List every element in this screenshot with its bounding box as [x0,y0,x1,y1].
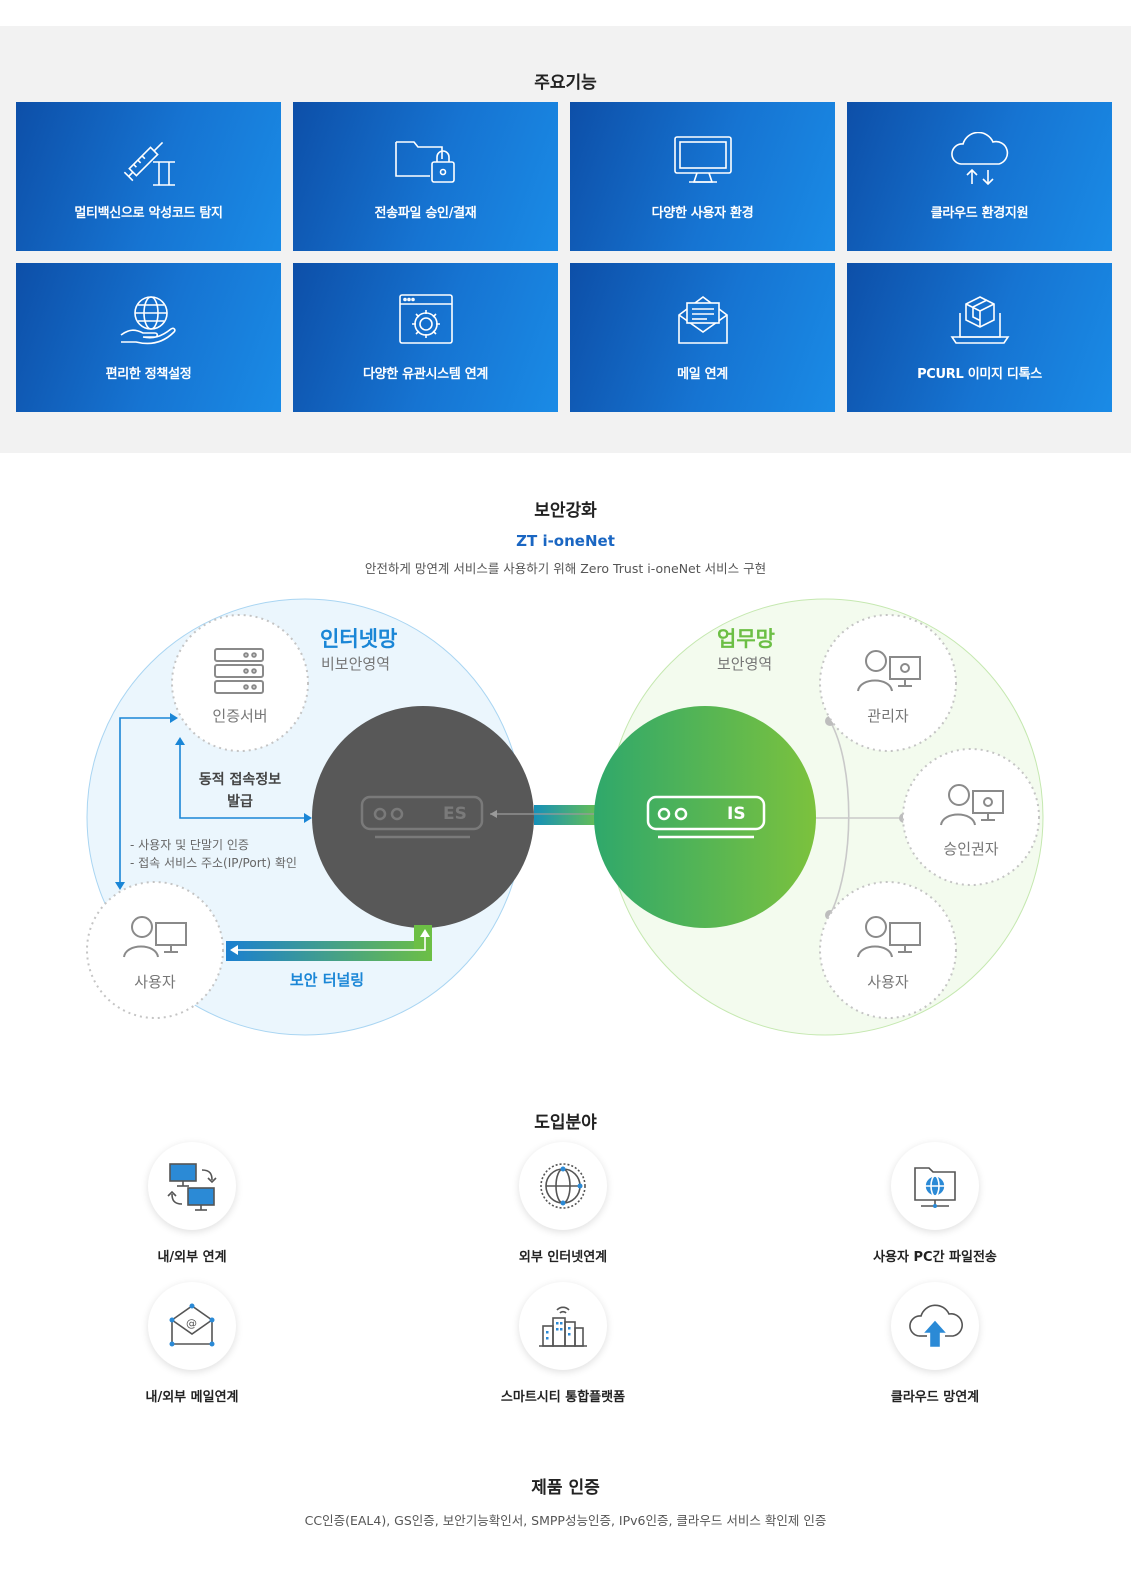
feature-label: PCURL 이미지 디톡스 [917,367,1042,382]
email-network-icon: @ [148,1282,236,1370]
work-zone-title: 업무망 [717,627,775,651]
feature-label: 클라우드 환경지원 [930,206,1029,221]
feature-label: 메일 연계 [677,367,728,382]
app-external-internet[interactable]: 외부 인터넷연계 [443,1142,683,1265]
feature-card-mail[interactable]: 메일 연계 [570,263,835,412]
approver-node [902,748,1040,886]
certification-title: 제품 인증 [531,1478,600,1498]
app-label: 내/외부 연계 [157,1250,227,1265]
app-label: 외부 인터넷연계 [518,1250,608,1265]
approver-icon [940,784,1004,826]
dynamic-info-label-2: 발급 [227,794,253,810]
zero-trust-diagram: 인터넷망 비보안영역 업무망 보안영역 인증서버 동적 접속정보 발급 - 사용… [0,595,1131,1040]
feature-card-pcurl[interactable]: PCURL 이미지 디톡스 [847,263,1112,412]
globe-icon [519,1142,607,1230]
es-device-icon [360,795,484,839]
manager-label: 관리자 [867,707,909,725]
user-pc-icon [123,916,187,958]
feature-label: 멀티백신으로 악성코드 탐지 [74,206,223,221]
network-transfer-icon [148,1142,236,1230]
app-internal-external[interactable]: 내/외부 연계 [72,1142,312,1265]
smart-city-icon [519,1282,607,1370]
internet-zone-title: 인터넷망 [320,627,398,651]
app-label: 클라우드 망연계 [890,1390,980,1405]
user-left-label: 사용자 [134,973,176,991]
feature-label: 편리한 정책설정 [105,367,192,382]
es-label: ES [443,804,467,824]
app-label: 스마트시티 통합플랫폼 [500,1390,626,1405]
security-subtitle: ZT i-oneNet [516,532,615,550]
feature-card-policy[interactable]: 편리한 정책설정 [16,263,281,412]
feature-card-systems[interactable]: 다양한 유관시스템 연계 [293,263,558,412]
tunnel-label: 보안 터널링 [289,971,365,989]
work-zone-subtitle: 보안영역 [717,655,773,673]
cloud-upload-icon [891,1282,979,1370]
feature-cards: 멀티백신으로 악성코드 탐지 전송파일 승인/결재 [16,102,1112,412]
is-device-icon [646,795,766,839]
approver-label: 승인권자 [943,840,999,858]
auth-server-label: 인증서버 [212,707,268,725]
feature-card-multi-vaccine[interactable]: 멀티백신으로 악성코드 탐지 [16,102,281,251]
cloud-transfer-icon [945,132,1015,188]
locked-folder-icon [391,132,461,188]
app-pc-file-transfer[interactable]: 사용자 PC간 파일전송 [815,1142,1055,1265]
folder-globe-icon [891,1142,979,1230]
app-smart-city[interactable]: 스마트시티 통합플랫폼 [443,1282,683,1405]
user-right-icon [857,916,921,958]
manager-icon [857,650,921,692]
syringe-icon [114,132,184,188]
feature-label: 다양한 유관시스템 연계 [362,367,489,382]
server-icon [214,648,264,694]
globe-hand-icon [114,293,184,349]
feature-label: 다양한 사용자 환경 [651,206,754,221]
svg-text:@: @ [186,1317,197,1330]
is-label: IS [727,804,746,824]
features-title: 주요기능 [534,73,597,93]
feature-card-user-env[interactable]: 다양한 사용자 환경 [570,102,835,251]
app-cloud-network[interactable]: 클라우드 망연계 [815,1282,1055,1405]
feature-card-file-approval[interactable]: 전송파일 승인/결재 [293,102,558,251]
feature-card-cloud[interactable]: 클라우드 환경지원 [847,102,1112,251]
mail-icon [668,293,738,349]
features-section: 주요기능 멀티백신으로 악성코드 탐지 [0,26,1131,453]
app-label: 내/외부 메일연계 [145,1390,239,1405]
dynamic-info-label-1: 동적 접속정보 [198,772,282,788]
app-mail-link[interactable]: @ 내/외부 메일연계 [72,1282,312,1405]
cube-laptop-icon [945,293,1015,349]
certification-text: CC인증(EAL4), GS인증, 보안기능확인서, SMPP성능인증, IPv… [304,1513,827,1528]
security-description: 안전하게 망연계 서비스를 사용하기 위해 Zero Trust i-oneNe… [364,561,767,576]
internet-zone-subtitle: 비보안영역 [321,655,391,673]
auth-server-node [171,614,309,752]
app-label: 사용자 PC간 파일전송 [873,1250,997,1265]
applications-title: 도입분야 [534,1113,597,1133]
manager-node [819,614,957,752]
check-user-device: - 사용자 및 단말기 인증 [130,838,249,852]
user-right-label: 사용자 [867,973,909,991]
browser-gear-icon [391,293,461,349]
es-node [312,706,534,928]
check-service-address: - 접속 서비스 주소(IP/Port) 확인 [130,856,297,870]
is-node [594,706,816,928]
monitor-icon [668,132,738,188]
feature-label: 전송파일 승인/결재 [374,206,477,221]
security-title: 보안강화 [534,501,597,521]
